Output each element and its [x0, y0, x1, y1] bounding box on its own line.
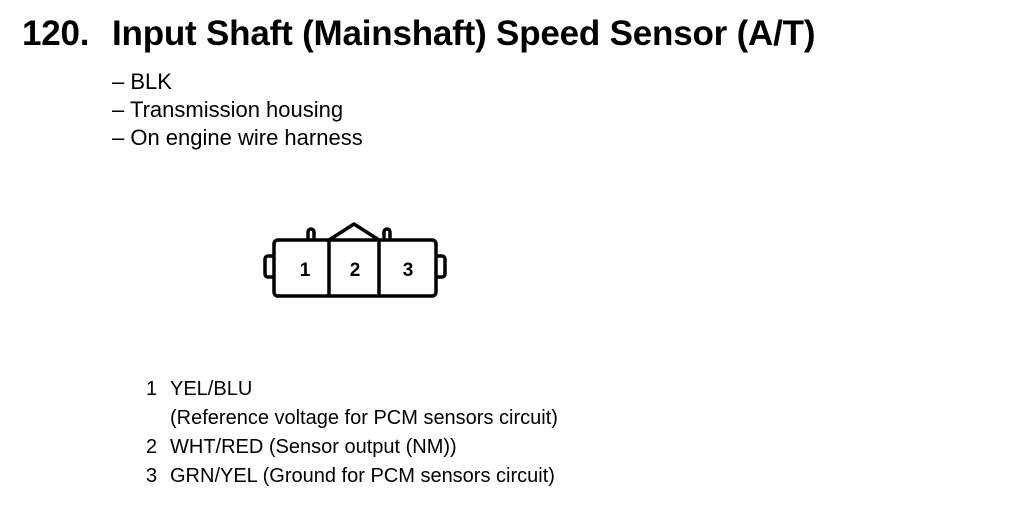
info-color: – BLK	[112, 69, 172, 94]
connector-diagram: 1 2 3	[263, 222, 447, 298]
section-title: Input Shaft (Mainshaft) Speed Sensor (A/…	[112, 14, 816, 53]
page-title: 120. Input Shaft (Mainshaft) Speed Sensor…	[22, 14, 815, 54]
section-number: 120.	[22, 14, 90, 53]
legend-row-3: 3 GRN/YEL (Ground for PCM sensors circui…	[146, 462, 558, 491]
right-latch	[436, 254, 447, 279]
legend-pin: 1	[146, 378, 158, 400]
legend-row-1: 1 YEL/BLU	[146, 375, 558, 404]
top-tab-right	[382, 227, 392, 240]
terminal-3: 3	[403, 260, 414, 281]
terminal-1: 1	[300, 260, 311, 281]
legend-row-2: 2 WHT/RED (Sensor output (NM))	[146, 433, 558, 462]
info-harness: – On engine wire harness	[112, 125, 363, 150]
connector-info: – BLK – Transmission housing – On engine…	[112, 68, 363, 152]
center-key	[328, 222, 380, 242]
connector-housing	[272, 238, 438, 298]
legend-label: GRN/YEL (Ground for PCM sensors circuit)	[170, 465, 555, 487]
legend-pin: 3	[146, 465, 158, 487]
top-tab-left	[306, 227, 316, 240]
legend-label: YEL/BLU	[170, 378, 253, 400]
pin-legend: 1 YEL/BLU (Reference voltage for PCM sen…	[146, 375, 558, 491]
terminal-2: 2	[350, 260, 361, 281]
legend-label: WHT/RED (Sensor output (NM))	[170, 436, 457, 458]
legend-detail: (Reference voltage for PCM sensors circu…	[170, 407, 558, 429]
info-location: – Transmission housing	[112, 97, 344, 122]
legend-pin: 2	[146, 436, 158, 458]
left-latch	[263, 254, 274, 279]
